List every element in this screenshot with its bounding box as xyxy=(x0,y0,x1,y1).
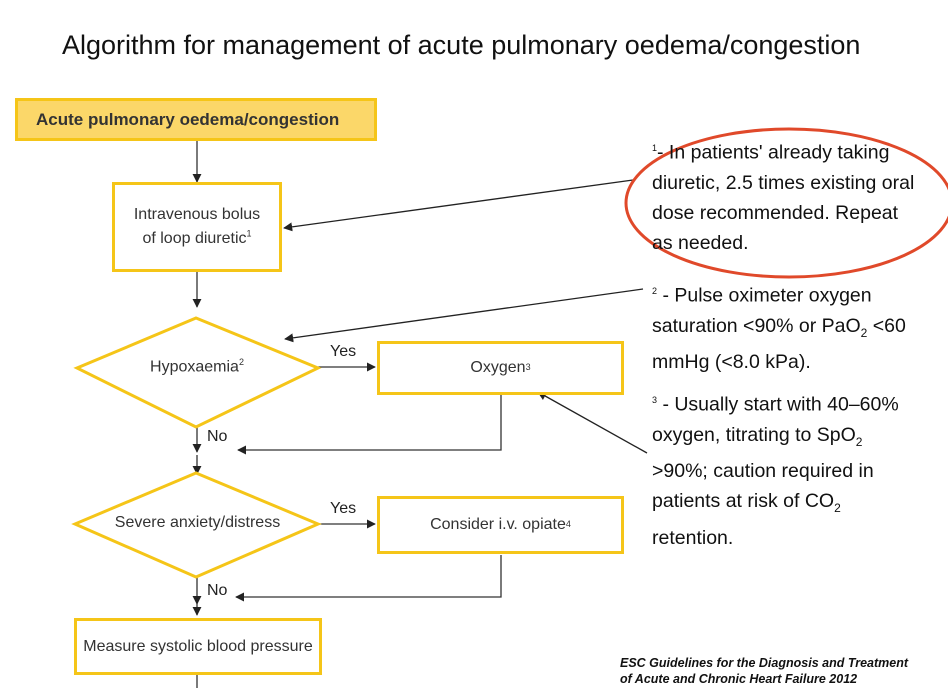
note-3: 3 - Usually start with 40–60% oxygen, ti… xyxy=(652,393,899,550)
return-from-opiate xyxy=(235,555,502,602)
anxiety-diamond xyxy=(71,471,322,579)
pointer-note2 xyxy=(284,288,644,343)
start-box: Acute pulmonary oedema/congestion xyxy=(15,98,377,141)
measure-box: Measure systolic blood pressure xyxy=(74,618,322,675)
source-citation: ESC Guidelines for the Diagnosis and Tre… xyxy=(620,656,909,686)
bolus-box: Intravenous bolus of loop diuretic1 xyxy=(112,182,282,272)
highlight-ellipse xyxy=(624,127,948,279)
hypoxaemia-diamond xyxy=(73,316,322,429)
note-2: 2 - Pulse oximeter oxygen saturation <90… xyxy=(652,284,906,374)
pointer-note3 xyxy=(537,391,648,454)
pointer-note1 xyxy=(283,179,634,232)
hypoxaemia-label: Hypoxaemia2 xyxy=(150,357,244,376)
note-1: 1- In patients' already taking diuretic,… xyxy=(652,141,915,254)
yes-label-2: Yes xyxy=(330,500,357,517)
yes-label-1: Yes xyxy=(330,343,357,360)
slide-title: Algorithm for management of acute pulmon… xyxy=(62,30,861,60)
no-label-2: No xyxy=(207,582,228,599)
no-label-1: No xyxy=(207,428,228,445)
anxiety-label: Severe anxiety/distress xyxy=(114,514,281,531)
return-from-oxygen xyxy=(237,395,502,455)
